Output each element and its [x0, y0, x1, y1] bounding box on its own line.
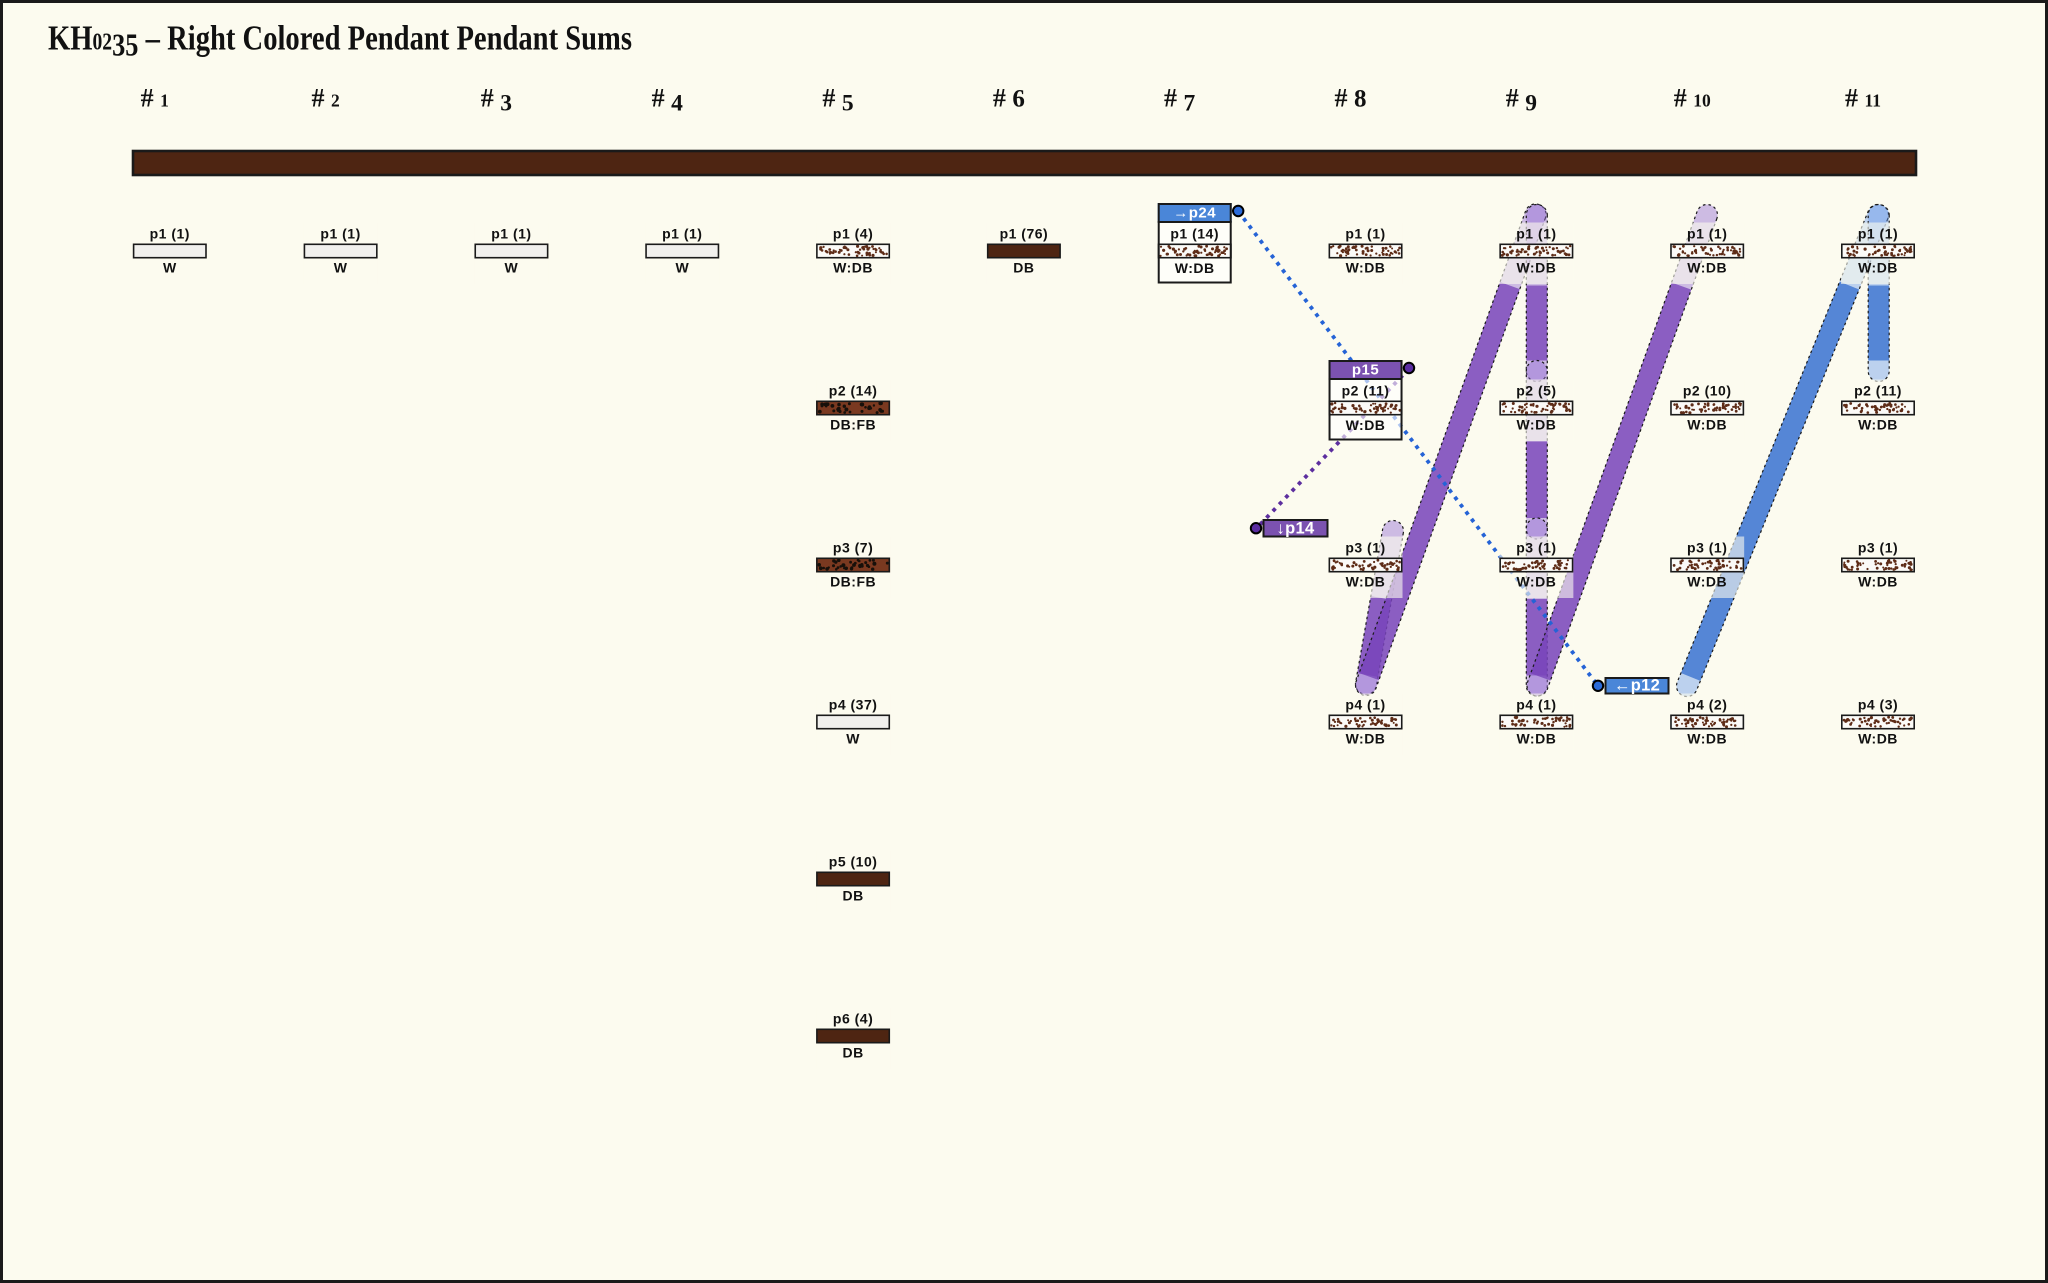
- svg-text:W: W: [846, 730, 860, 746]
- svg-text:# 6: # 6: [993, 84, 1025, 113]
- svg-text:W:DB: W:DB: [1516, 573, 1556, 589]
- svg-text:W:DB: W:DB: [1516, 259, 1556, 275]
- svg-text:KH023 5 – Right Colored Penda: KH023 5 – Right Colored Pendant Pendant …: [48, 19, 632, 63]
- svg-text:p4 (2): p4 (2): [1687, 696, 1727, 712]
- svg-text:# 10: # 10: [1674, 84, 1711, 113]
- svg-text:p1 (1): p1 (1): [150, 225, 190, 241]
- svg-text:p1 (14): p1 (14): [1170, 225, 1219, 241]
- svg-text:p1 (1): p1 (1): [1687, 225, 1727, 241]
- svg-text:p1 (1): p1 (1): [1345, 225, 1385, 241]
- svg-text:W:DB: W:DB: [1687, 573, 1727, 589]
- svg-text:DB: DB: [842, 1044, 863, 1060]
- svg-text:↓p14: ↓p14: [1277, 519, 1315, 537]
- svg-text:p1 (1): p1 (1): [1858, 225, 1898, 241]
- svg-text:W:DB: W:DB: [1687, 416, 1727, 432]
- svg-text:W: W: [163, 259, 177, 275]
- svg-text:W:DB: W:DB: [1858, 416, 1898, 432]
- svg-text:→p24: →p24: [1173, 205, 1216, 222]
- svg-text:p1 (4): p1 (4): [833, 225, 873, 241]
- svg-text:W: W: [334, 259, 348, 275]
- svg-text:W:DB: W:DB: [1346, 730, 1386, 746]
- svg-text:W:DB: W:DB: [1858, 573, 1898, 589]
- svg-text:# 8: # 8: [1335, 84, 1367, 113]
- svg-text:W:DB: W:DB: [1346, 417, 1386, 433]
- svg-text:W:DB: W:DB: [833, 259, 873, 275]
- svg-text:←p12: ←p12: [1614, 676, 1660, 694]
- svg-text:p1 (1): p1 (1): [1516, 225, 1556, 241]
- svg-text:p2 (11): p2 (11): [1854, 382, 1902, 398]
- svg-text:p4 (37): p4 (37): [829, 696, 878, 712]
- svg-text:p1 (1): p1 (1): [662, 225, 702, 241]
- svg-text:p3 (1): p3 (1): [1345, 539, 1385, 555]
- svg-text:p2 (14): p2 (14): [829, 382, 878, 398]
- svg-text:p2 (5): p2 (5): [1516, 382, 1556, 398]
- svg-text:p3 (1): p3 (1): [1687, 539, 1727, 555]
- svg-text:DB: DB: [842, 887, 863, 903]
- svg-text:p3 (1): p3 (1): [1858, 539, 1898, 555]
- svg-text:W: W: [505, 259, 519, 275]
- svg-text:p6 (4): p6 (4): [833, 1010, 873, 1026]
- svg-text:p3 (7): p3 (7): [833, 539, 873, 555]
- svg-text:DB: DB: [1013, 259, 1034, 275]
- svg-text:W:DB: W:DB: [1516, 730, 1556, 746]
- svg-text:W:DB: W:DB: [1346, 259, 1386, 275]
- svg-text:W: W: [675, 259, 689, 275]
- svg-text:p3 (1): p3 (1): [1516, 539, 1556, 555]
- svg-text:W:DB: W:DB: [1858, 259, 1898, 275]
- svg-text:p4 (1): p4 (1): [1516, 696, 1556, 712]
- svg-text:p2 (11): p2 (11): [1342, 382, 1390, 398]
- svg-text:p2 (10): p2 (10): [1683, 382, 1732, 398]
- svg-text:W:DB: W:DB: [1346, 573, 1386, 589]
- svg-text:DB:FB: DB:FB: [830, 573, 876, 589]
- svg-text:p15: p15: [1352, 362, 1379, 379]
- svg-text:W:DB: W:DB: [1687, 259, 1727, 275]
- svg-text:W:DB: W:DB: [1858, 730, 1898, 746]
- svg-text:# 7: # 7: [1164, 84, 1196, 117]
- svg-text:p1 (76): p1 (76): [1000, 225, 1049, 241]
- svg-text:p4 (1): p4 (1): [1345, 696, 1385, 712]
- svg-text:p5 (10): p5 (10): [829, 853, 878, 869]
- svg-text:DB:FB: DB:FB: [830, 416, 876, 432]
- svg-text:p4 (3): p4 (3): [1858, 696, 1898, 712]
- svg-text:W:DB: W:DB: [1516, 416, 1556, 432]
- svg-text:p1 (1): p1 (1): [491, 225, 531, 241]
- svg-text:p1 (1): p1 (1): [320, 225, 360, 241]
- svg-text:W:DB: W:DB: [1687, 730, 1727, 746]
- svg-text:W:DB: W:DB: [1175, 260, 1215, 276]
